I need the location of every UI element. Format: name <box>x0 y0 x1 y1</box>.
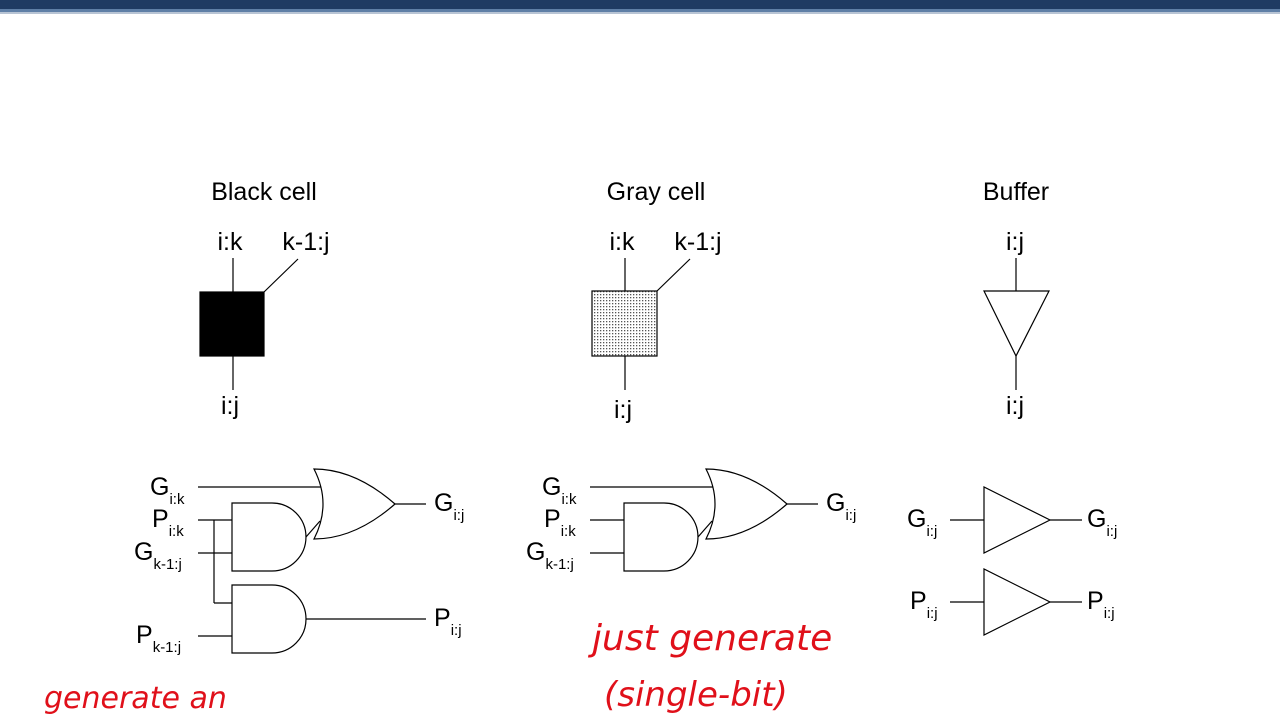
buffer-input: i:j <box>1006 228 1024 256</box>
label-p-out: Pi:j <box>434 604 462 639</box>
and-gate-icon <box>231 502 307 572</box>
label-p-k1j: Pk-1:j <box>136 621 181 656</box>
gray-cell-symbol: Gray cell i:k k-1:j i:j <box>591 178 722 424</box>
buffer-triangle-icon <box>983 568 1052 636</box>
label-g-out: Gi:j <box>434 489 464 524</box>
top-bar-highlight <box>0 9 1280 12</box>
label-g-out: Gi:j <box>826 489 856 524</box>
label-g-in: Gi:j <box>907 505 937 540</box>
label-p-out: Pi:j <box>1087 587 1115 622</box>
buffer-symbol: Buffer i:j i:j <box>983 178 1050 420</box>
and-gate-icon <box>623 502 699 572</box>
and-gate-icon <box>231 584 307 654</box>
black-cell-title: Black cell <box>211 178 317 206</box>
gray-cell-title: Gray cell <box>607 178 706 206</box>
gray-cell-input-left: i:k <box>610 228 636 256</box>
buffer-circuit: Gi:j Gi:j Pi:j Pi:j <box>907 486 1117 636</box>
buffer-title: Buffer <box>983 178 1049 206</box>
label-g-out: Gi:j <box>1087 505 1117 540</box>
label-p-ik: Pi:k <box>544 505 576 540</box>
and-to-or-wire <box>697 520 713 538</box>
gray-cell-input-right-wire <box>656 258 691 292</box>
handwritten-annotation-left: generate an <box>44 681 227 716</box>
slide-top-bar <box>0 0 1280 14</box>
label-p-in: Pi:j <box>910 587 938 622</box>
black-cell-input-left: i:k <box>218 228 244 256</box>
label-g-ik: Gi:k <box>150 473 185 508</box>
buffer-triangle-icon <box>983 290 1050 358</box>
buffer-triangle-icon <box>983 486 1052 554</box>
label-g-ik: Gi:k <box>542 473 577 508</box>
label-p-ik: Pi:k <box>152 505 184 540</box>
gray-cell-output: i:j <box>614 396 632 424</box>
handwritten-annotation-center-1: just generate <box>587 618 832 659</box>
buffer-output: i:j <box>1006 392 1024 420</box>
black-cell-input-right: k-1:j <box>282 228 329 256</box>
gray-cell-box <box>591 290 658 357</box>
or-gate-icon <box>313 468 396 540</box>
and-to-or-wire <box>305 520 321 538</box>
handwritten-annotation-center-2: (single-bit) <box>604 675 788 715</box>
or-gate-icon <box>705 468 788 540</box>
gray-cell-input-right: k-1:j <box>674 228 721 256</box>
black-cell-input-right-wire <box>263 258 299 293</box>
black-cell-box <box>199 291 265 357</box>
black-cell-symbol: Black cell i:k k-1:j i:j <box>199 178 330 420</box>
black-cell-output: i:j <box>221 392 239 420</box>
label-g-k1j: Gk-1:j <box>526 538 574 573</box>
black-cell-circuit: Gi:k Pi:k Gk-1:j Pk-1:j Gi:j Pi:j <box>134 468 464 656</box>
label-g-k1j: Gk-1:j <box>134 538 182 573</box>
gray-cell-circuit: Gi:k Pi:k Gk-1:j Gi:j <box>526 468 856 573</box>
top-bar-shadow <box>0 12 1280 14</box>
